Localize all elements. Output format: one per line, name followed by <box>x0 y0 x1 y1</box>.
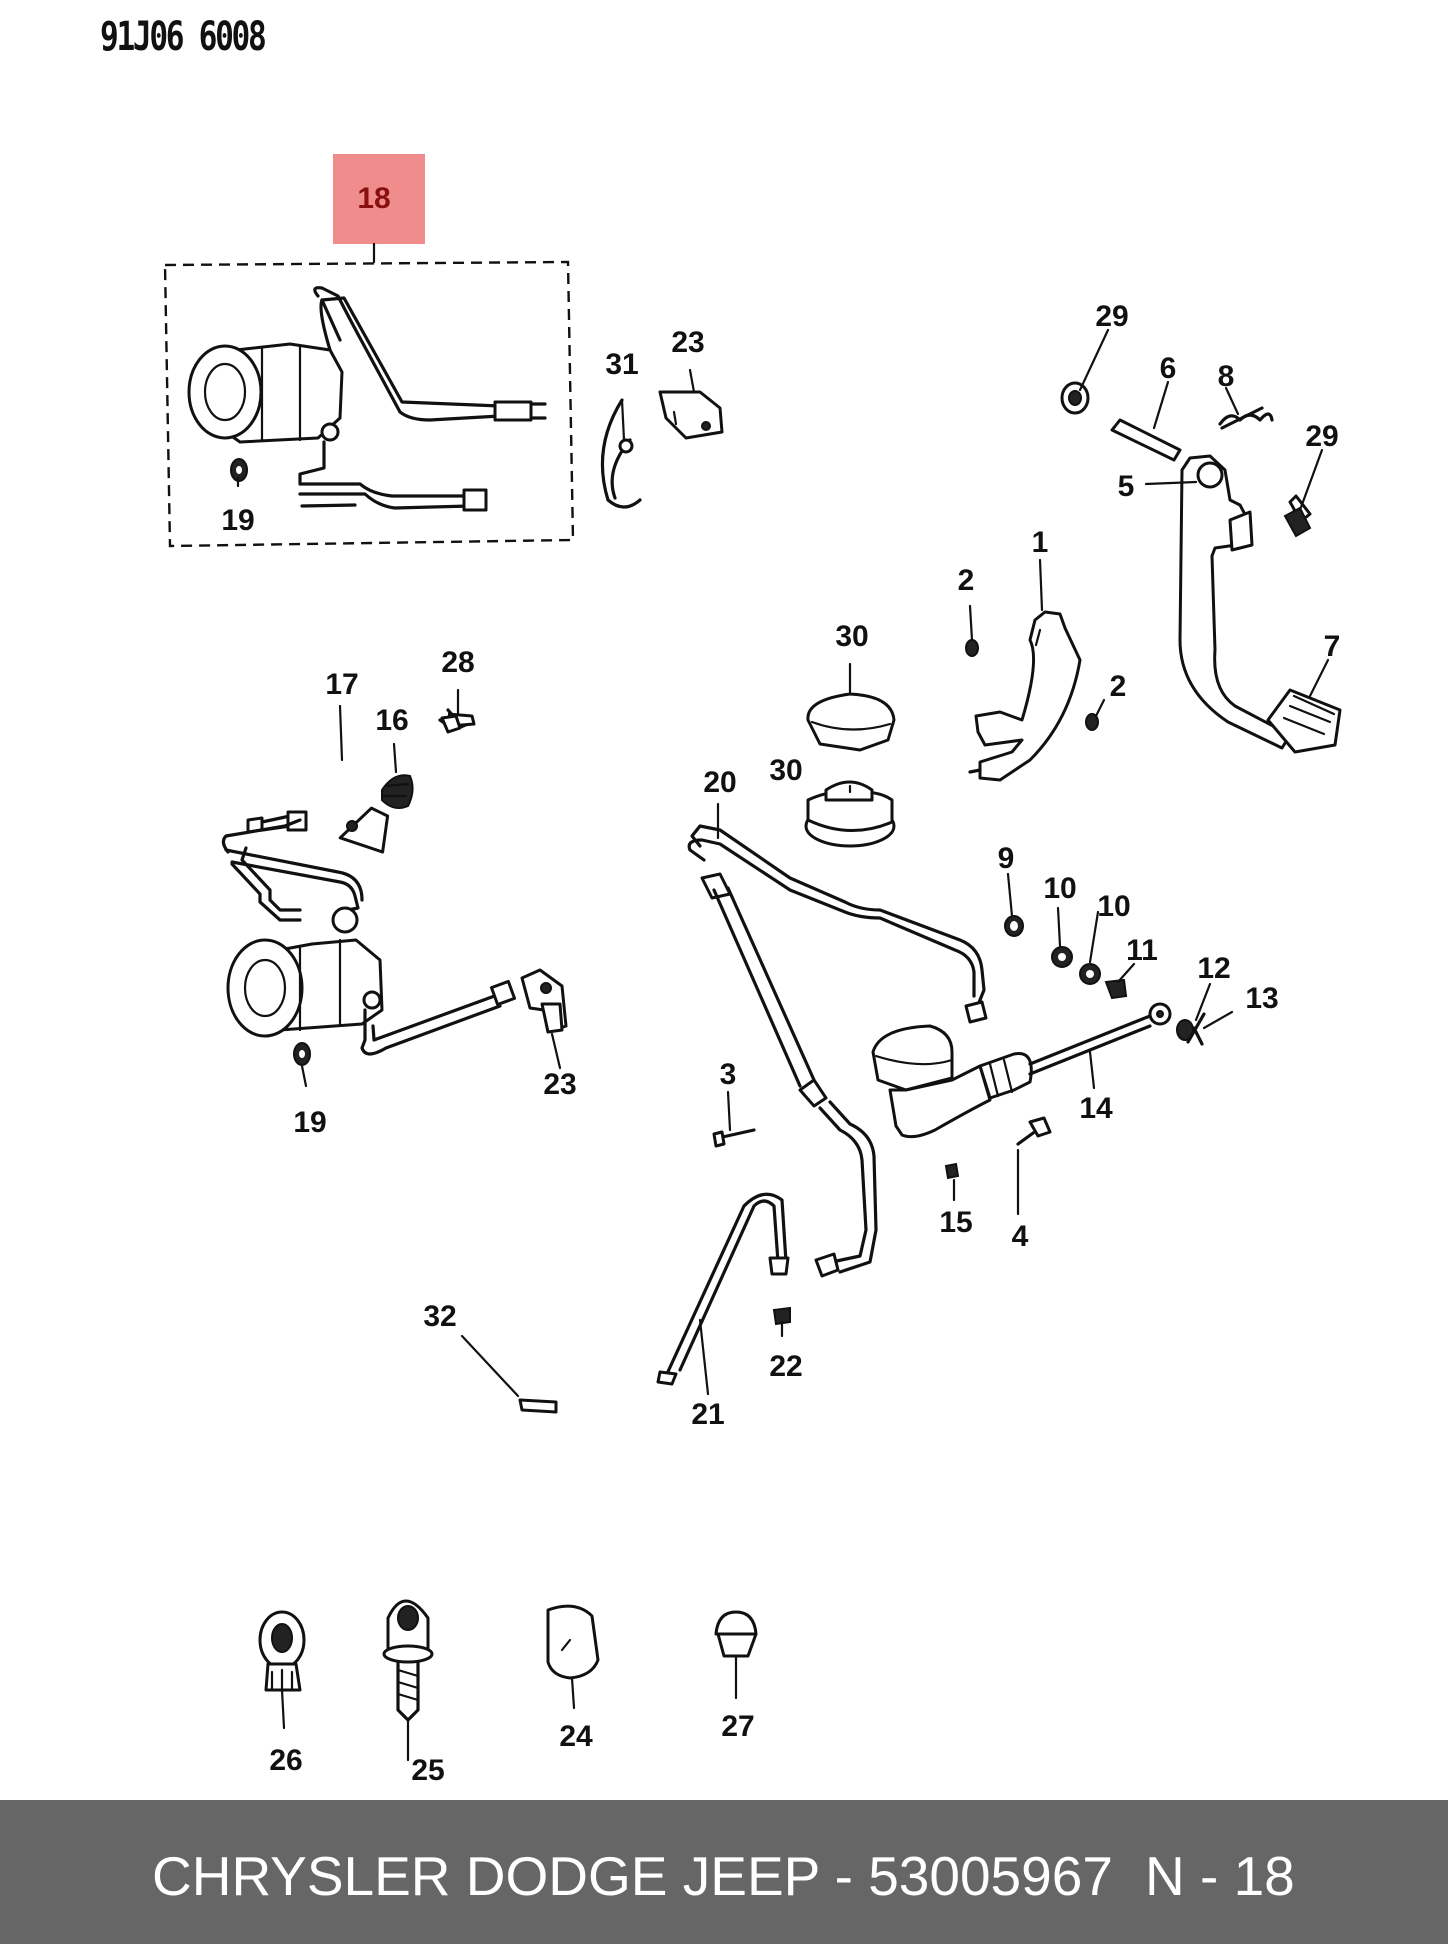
footer-bar: CHRYSLER DODGE JEEP - 53005967 N - 18 <box>0 1800 1448 1944</box>
reservoir-caps <box>804 692 896 848</box>
callout-31[interactable]: 31 <box>605 348 638 381</box>
parts-diagram: 18 19 31 23 29 6 8 29 5 1 2 2 7 30 30 17… <box>163 154 1342 1787</box>
master-cylinder <box>871 1002 1172 1139</box>
page-reference: N - 18 <box>1145 1845 1295 1907</box>
callout-20[interactable]: 20 <box>703 766 736 799</box>
callout-9[interactable]: 9 <box>998 842 1015 875</box>
callout-29[interactable]: 29 <box>1305 420 1338 453</box>
bolt-28 <box>440 714 462 734</box>
callout-5[interactable]: 5 <box>1118 470 1135 503</box>
callout-26[interactable]: 26 <box>269 1744 302 1777</box>
highlight-box <box>333 154 425 244</box>
callout-2[interactable]: 2 <box>958 564 975 597</box>
callout-29[interactable]: 29 <box>1095 300 1128 333</box>
callout-22[interactable]: 22 <box>769 1350 802 1383</box>
callout-4[interactable]: 4 <box>1012 1220 1029 1253</box>
drawing-code: 91J06 6008 <box>100 14 267 60</box>
callout-10[interactable]: 10 <box>1043 872 1076 905</box>
callout-19[interactable]: 19 <box>221 504 254 537</box>
callout-1[interactable]: 1 <box>1032 526 1049 559</box>
callout-18[interactable]: 18 <box>357 182 390 215</box>
leader-lines <box>236 242 1330 1762</box>
callout-3[interactable]: 3 <box>720 1058 737 1091</box>
callout-23[interactable]: 23 <box>671 326 704 359</box>
callout-25[interactable]: 25 <box>411 1754 444 1787</box>
part-title: CHRYSLER DODGE JEEP - 53005967 <box>152 1845 1113 1907</box>
clutch-pedal <box>1060 381 1342 754</box>
callout-14[interactable]: 14 <box>1079 1092 1113 1125</box>
small-hardware <box>518 915 1206 1414</box>
callout-11[interactable]: 11 <box>1126 934 1158 967</box>
callout-15[interactable]: 15 <box>939 1206 972 1239</box>
callout-12[interactable]: 12 <box>1197 952 1230 985</box>
callout-16[interactable]: 16 <box>375 704 408 737</box>
callout-8[interactable]: 8 <box>1218 360 1235 393</box>
callout-7[interactable]: 7 <box>1324 630 1341 663</box>
callout-21[interactable]: 21 <box>691 1398 724 1431</box>
bottom-fasteners <box>258 1599 758 1722</box>
callout-23[interactable]: 23 <box>543 1068 576 1101</box>
slave-cylinder <box>221 708 568 1066</box>
callout-6[interactable]: 6 <box>1160 352 1177 385</box>
callout-labels: 18 19 31 23 29 6 8 29 5 1 2 2 7 30 30 17… <box>221 182 1340 1787</box>
callout-32[interactable]: 32 <box>423 1300 456 1333</box>
callout-30[interactable]: 30 <box>769 754 802 787</box>
hose-clip <box>600 398 642 509</box>
callout-28[interactable]: 28 <box>441 646 474 679</box>
slave-cylinder-assembly <box>187 286 547 512</box>
callout-17[interactable]: 17 <box>325 668 358 701</box>
assembly-outline-18 <box>163 260 575 548</box>
callout-27[interactable]: 27 <box>721 1710 754 1743</box>
callout-19[interactable]: 19 <box>293 1106 326 1139</box>
callout-13[interactable]: 13 <box>1245 982 1278 1015</box>
callout-24[interactable]: 24 <box>559 1720 593 1753</box>
pedal-bracket <box>965 610 1099 782</box>
callout-30[interactable]: 30 <box>835 620 868 653</box>
bracket-top <box>658 390 724 440</box>
callout-10[interactable]: 10 <box>1097 890 1130 923</box>
hydraulic-line <box>687 824 988 1278</box>
callout-2[interactable]: 2 <box>1110 670 1127 703</box>
